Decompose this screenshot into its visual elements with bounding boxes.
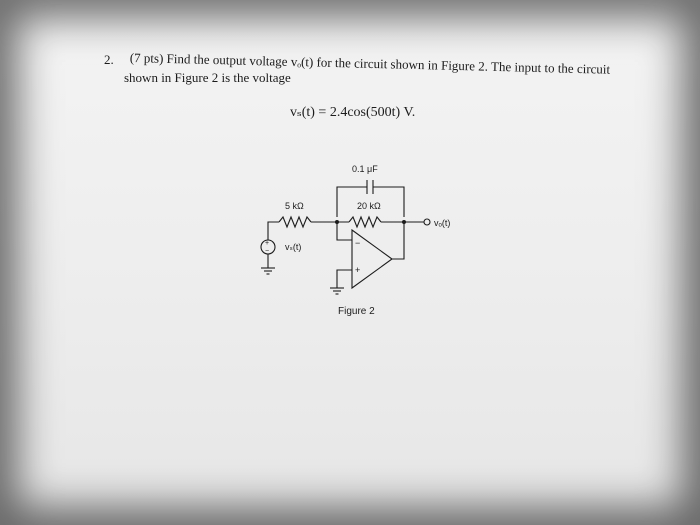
- opamp-inverting-sign: −: [355, 238, 360, 248]
- opamp-noninverting-sign: +: [355, 265, 360, 275]
- problem-number: 2.: [104, 52, 114, 67]
- figure-caption: Figure 2: [338, 306, 375, 317]
- input-voltage-equation: vₛ(t) = 2.4cos(500t) V.: [290, 105, 416, 120]
- op-amp: − +: [351, 228, 393, 290]
- opamp-output-wire: [392, 222, 405, 260]
- resistor-20k: [348, 215, 382, 229]
- output-voltage-label: vₒ(t): [434, 218, 450, 228]
- capacitor: [336, 180, 405, 217]
- source-minus-sign: −: [265, 248, 269, 255]
- source-voltage-label: vₛ(t): [285, 242, 301, 252]
- problem-statement-line-2: shown in Figure 2 is the voltage: [124, 70, 291, 85]
- inverting-input-wire: [336, 222, 352, 241]
- capacitor-label: 0.1 μF: [352, 164, 378, 174]
- resistor-20k-label: 20 kΩ: [357, 201, 381, 211]
- input-wire: [267, 221, 279, 240]
- voltage-source: + −: [260, 239, 276, 255]
- resistor-5k: [278, 215, 312, 229]
- source-plus-sign: +: [265, 240, 269, 247]
- noninverting-ground-wire: [336, 269, 352, 288]
- ground-symbol-opamp: [330, 287, 344, 295]
- ground-symbol-source: [261, 267, 275, 275]
- resistor-5k-label: 5 kΩ: [285, 201, 304, 211]
- output-terminal: [423, 218, 431, 226]
